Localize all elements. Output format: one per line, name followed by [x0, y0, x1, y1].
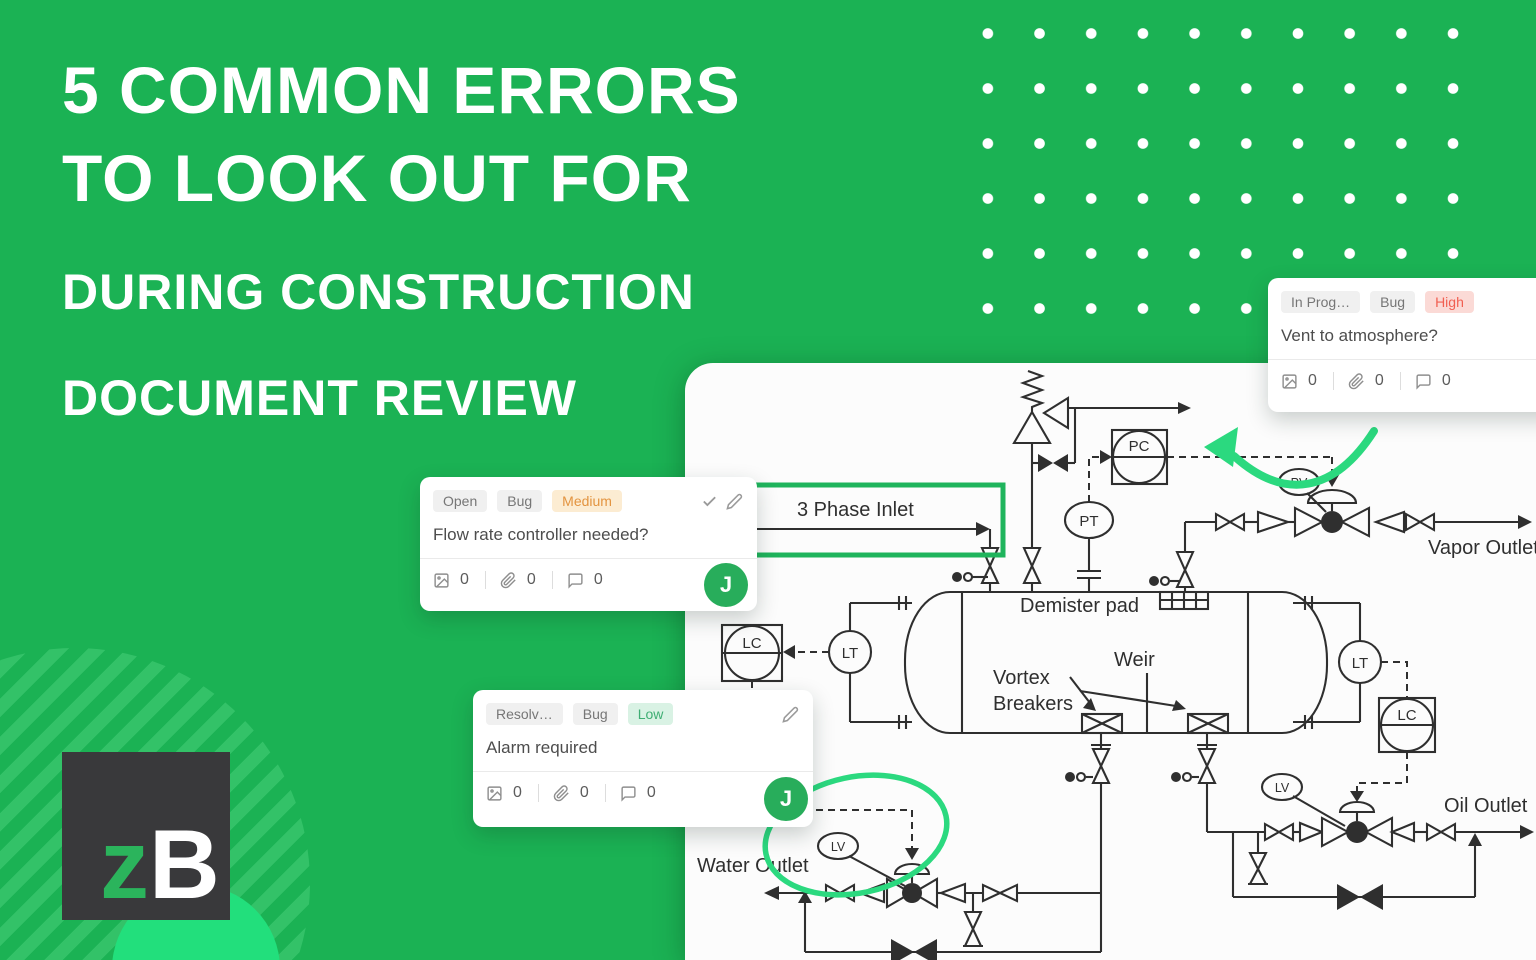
pressure-controller: PC [1110, 428, 1339, 487]
instrument-lv-oil: LV [1275, 781, 1290, 795]
label-vapor-outlet: Vapor Outlet [1428, 537, 1536, 559]
image-count: 0 [1308, 372, 1317, 389]
edit-pencil-icon[interactable] [782, 706, 799, 723]
relief-valve [1012, 370, 1191, 592]
label-oil-outlet: Oil Outlet [1444, 795, 1528, 817]
comment-count: 0 [593, 571, 603, 588]
image-count: 0 [460, 571, 469, 588]
priority-chip[interactable]: High [1425, 291, 1474, 313]
pressure-transmitter: PT [1063, 450, 1115, 592]
instrument-lt-left: LT [842, 645, 858, 662]
label-3-phase-inlet: 3 Phase Inlet [797, 499, 914, 521]
tag-chip[interactable]: Bug [572, 703, 618, 725]
comment-count-icon [568, 572, 583, 589]
instrument-pt: PT [1079, 513, 1098, 530]
label-weir: Weir [1114, 649, 1155, 671]
tag-chip[interactable]: Bug [1370, 291, 1416, 313]
comment-count-icon [621, 785, 636, 802]
attachment-count: 0 [1374, 372, 1384, 389]
comment-card-flow-rate[interactable]: Open Bug Medium Flow rate controller nee… [420, 477, 757, 611]
priority-chip[interactable]: Medium [552, 490, 622, 512]
resolve-check-icon[interactable] [701, 493, 718, 510]
instrument-lt-right: LT [1352, 655, 1368, 672]
annotation-circle[interactable] [754, 759, 958, 911]
comment-count: 0 [646, 784, 656, 801]
headline-line2: TO LOOK OUT FOR [62, 141, 692, 215]
comment-count: 0 [1441, 372, 1451, 389]
priority-chip[interactable]: Low [627, 703, 674, 725]
comment-title: Alarm required [486, 738, 598, 757]
annotation-arrow[interactable] [1204, 427, 1378, 489]
image-count-icon [487, 785, 502, 801]
logo-letter-b: B [149, 809, 220, 920]
comment-card-alarm[interactable]: Resolv… Bug Low Alarm required 0 0 0 J [473, 690, 813, 827]
headline-line1: 5 COMMON ERRORS [62, 53, 741, 127]
level-controller-left: LC [720, 623, 784, 700]
vortex-breaker-symbols [1080, 712, 1230, 735]
separator-vessel: Demister pad Weir Vortex Breakers [903, 590, 1329, 735]
comment-title: Vent to atmosphere? [1281, 326, 1438, 345]
instrument-pc: PC [1129, 438, 1150, 455]
status-chip[interactable]: Open [433, 490, 488, 512]
image-count-icon [1282, 373, 1297, 389]
label-demister-pad: Demister pad [1020, 595, 1139, 617]
edit-pencil-icon[interactable] [726, 493, 743, 510]
comment-card-vent[interactable]: In Prog… Bug High Vent to atmosphere? 0 … [1268, 278, 1536, 412]
vapor-outlet-line: PV [1149, 467, 1532, 592]
label-water-outlet: Water Outlet [697, 855, 809, 877]
pid-diagram: Demister pad Weir Vortex Breakers 3 Phas… [697, 370, 1536, 960]
brand-logo: zB [62, 752, 230, 920]
avatar[interactable]: J [704, 563, 748, 607]
comment-count-icon [1416, 373, 1431, 390]
status-chip[interactable]: Resolv… [486, 703, 563, 725]
subtitle-line1: DURING CONSTRUCTION [62, 264, 695, 320]
status-chip[interactable]: In Prog… [1281, 291, 1361, 313]
attachment-count: 0 [526, 571, 536, 588]
avatar[interactable]: J [764, 777, 808, 821]
comment-title: Flow rate controller needed? [433, 525, 649, 544]
oil-outlet-line: LV [1171, 733, 1534, 910]
level-transmitter-right: LT [1293, 596, 1408, 729]
image-count-icon [434, 572, 449, 588]
attachment-count: 0 [579, 784, 589, 801]
attachment-icon [500, 571, 516, 588]
label-vortex: Vortex [993, 667, 1050, 689]
instrument-lc-right: LC [1397, 707, 1416, 724]
demister-pad-symbol [1158, 590, 1210, 611]
attachment-icon [1348, 372, 1364, 389]
label-breakers: Breakers [993, 693, 1073, 715]
instrument-lv-water: LV [831, 840, 846, 854]
image-count: 0 [513, 784, 522, 801]
level-controller-right: LC [1350, 696, 1437, 802]
attachment-icon [553, 784, 569, 801]
logo-letter-z: z [100, 809, 149, 920]
tag-chip[interactable]: Bug [497, 490, 543, 512]
headline: 5 COMMON ERRORS TO LOOK OUT FOR DURING C… [62, 46, 741, 434]
subtitle-line2: DOCUMENT REVIEW [62, 370, 577, 426]
level-transmitter-left: LT [783, 596, 912, 729]
instrument-lc-left: LC [742, 635, 761, 652]
